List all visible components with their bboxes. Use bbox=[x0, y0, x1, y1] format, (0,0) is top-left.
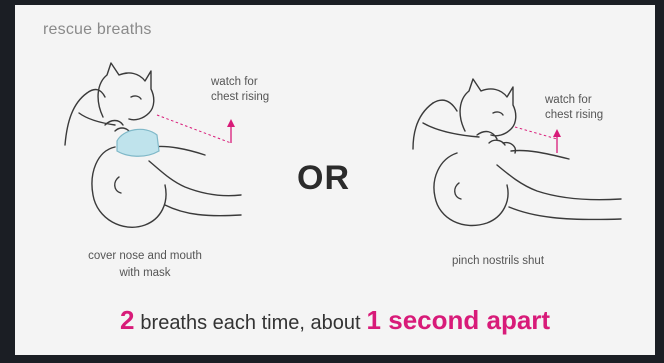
patient-head bbox=[92, 147, 166, 227]
breath-count: 2 bbox=[120, 305, 134, 335]
left-annotation-line1: watch for bbox=[211, 75, 269, 90]
rescuer-head bbox=[98, 63, 154, 120]
instruction-line: 2 breaths each time, about 1 second apart bbox=[15, 305, 655, 336]
left-caption-line2: with mask bbox=[60, 265, 230, 282]
chest-rise-arrow-icon bbox=[227, 119, 235, 143]
card-title: rescue breaths bbox=[43, 21, 152, 39]
right-annotation-line2: chest rising bbox=[545, 108, 603, 123]
rescuer-head bbox=[460, 79, 516, 136]
right-annotation-line1: watch for bbox=[545, 93, 603, 108]
left-annotation: watch for chest rising bbox=[211, 75, 269, 105]
left-annotation-line2: chest rising bbox=[211, 90, 269, 105]
sight-line bbox=[515, 127, 557, 139]
instruction-text: breaths each time, about bbox=[140, 312, 360, 334]
left-caption-line1: cover nose and mouth bbox=[60, 248, 230, 265]
sight-line bbox=[157, 115, 231, 143]
chest-rise-arrow-icon bbox=[553, 129, 561, 153]
rescue-breaths-card: rescue breaths bbox=[15, 5, 655, 355]
mask-icon bbox=[117, 129, 159, 156]
right-caption: pinch nostrils shut bbox=[413, 253, 583, 270]
right-annotation: watch for chest rising bbox=[545, 93, 603, 123]
rescuer-arm bbox=[65, 93, 87, 145]
left-caption: cover nose and mouth with mask bbox=[60, 248, 230, 282]
timing-emphasis: 1 second apart bbox=[367, 305, 551, 335]
patient-head bbox=[434, 153, 508, 225]
or-separator: OR bbox=[297, 159, 350, 198]
